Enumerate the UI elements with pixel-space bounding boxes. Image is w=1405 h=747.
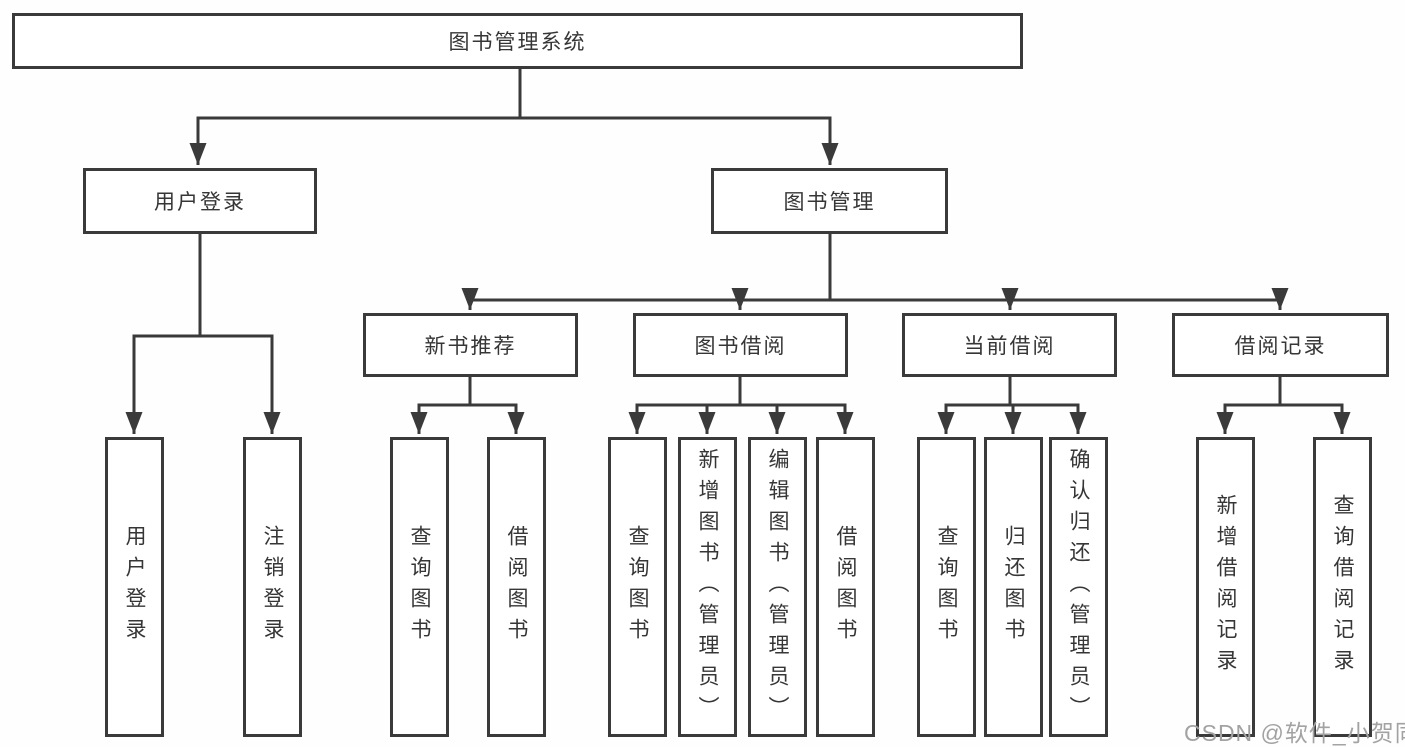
node-new-book-recommendation: 新书推荐 (363, 313, 578, 377)
node-user-login: 用户登录 (83, 168, 317, 234)
node-book-borrowing: 图书借阅 (633, 313, 848, 377)
csdn-watermark: CSDN @软件_小贺同学 (1184, 720, 1405, 746)
node-book-management: 图书管理 (711, 168, 948, 234)
node-borrowing-records: 借阅记录 (1172, 313, 1389, 377)
leaf-confirm-return-admin: 确认归还（管理员） (1049, 437, 1108, 737)
leaf-user-login: 用户登录 (105, 437, 164, 737)
leaf-borrow-books-recommend: 借阅图书 (487, 437, 546, 737)
leaf-query-borrow-record: 查询借阅记录 (1313, 437, 1372, 737)
leaf-add-books-admin: 新增图书（管理员） (678, 437, 737, 737)
leaf-edit-books-admin: 编辑图书（管理员） (748, 437, 807, 737)
node-library-management-system: 图书管理系统 (12, 13, 1023, 69)
leaf-borrow-books-borrowing: 借阅图书 (816, 437, 875, 737)
leaf-add-borrow-record: 新增借阅记录 (1196, 437, 1255, 737)
leaf-query-books-current: 查询图书 (917, 437, 976, 737)
leaf-logout-login: 注销登录 (243, 437, 302, 737)
leaf-return-books: 归还图书 (984, 437, 1043, 737)
leaf-query-books-recommend: 查询图书 (390, 437, 449, 737)
node-current-borrowing: 当前借阅 (902, 313, 1117, 377)
leaf-query-books-borrowing: 查询图书 (608, 437, 667, 737)
